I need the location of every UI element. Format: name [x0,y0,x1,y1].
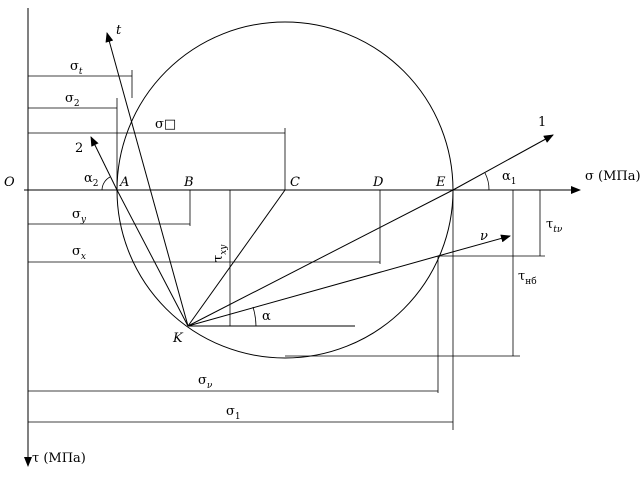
direction-2-label: 2 [75,141,83,156]
tau-axis-label: τ (МПа) [32,451,86,466]
sigma-nu-label: σν [198,373,213,391]
direction-t-label: t [116,23,122,38]
arc-alpha-1 [484,172,490,191]
sigma-2-label: σ2 [65,91,80,109]
tau-xy-label: τxy [211,244,229,262]
sigma-t-label: σt [70,59,83,77]
sigma-x-label: σx [72,244,86,262]
ray-k-nu [187,255,439,327]
alpha-2-label: α2 [84,171,99,189]
tau-nb-label: τнб [518,269,537,287]
direction-1-arrow [452,134,554,191]
ray-k-c [187,189,286,327]
arc-alpha [252,306,257,327]
alpha-1-label: α1 [502,169,517,187]
sigma-y-label: σy [72,207,87,225]
direction-2-arrow [90,136,118,191]
ray-k-e [187,189,454,327]
point-c-label: C [290,175,300,190]
point-a-label: A [119,175,129,190]
sigma-1-label: σ1 [226,404,241,422]
alpha-label: α [262,309,271,324]
direction-nu-arrow [437,234,511,257]
point-k-label: K [172,331,184,346]
direction-nu-label: ν [480,229,488,244]
origin-label: O [4,175,15,190]
arc-alpha-2 [101,176,111,191]
ray-k-a [116,189,189,327]
sigma-c-label: σ□ [155,117,176,132]
direction-1-label: 1 [538,115,546,130]
point-e-label: E [435,175,446,190]
direction-t-arrow [105,32,189,327]
tau-tnu-label: τtν [546,217,563,235]
point-d-label: D [372,175,384,190]
point-b-label: B [183,175,194,190]
sigma-axis-label: σ (МПа) [585,169,640,184]
